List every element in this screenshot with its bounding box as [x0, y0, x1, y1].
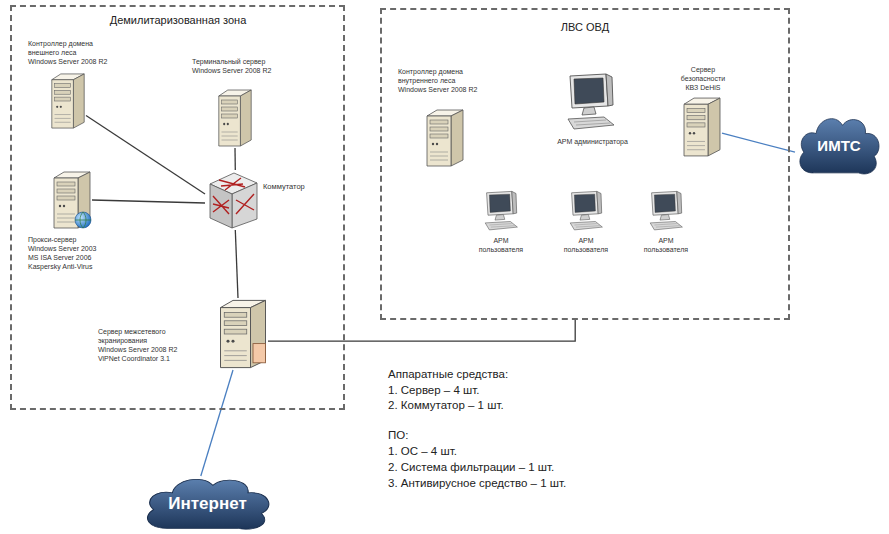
region-title: ЛВС ОВД	[515, 20, 655, 34]
server-icon	[682, 96, 722, 158]
switch-icon	[205, 170, 260, 230]
label-area: АРМ пользователя	[472, 237, 530, 255]
device-label: Прокси-сервер	[28, 236, 123, 245]
network-link	[268, 320, 575, 341]
device-label: Сервер межсетевого экранирования	[98, 328, 213, 346]
device-label: Kaspersky Anti-Virus	[28, 263, 123, 272]
ws-icon	[562, 72, 622, 132]
ws-icon	[566, 190, 608, 232]
label-area: АРМ пользователя	[637, 237, 695, 255]
proxy-icon	[52, 170, 92, 230]
server-node: Сервер безопасностиКВЗ DeHiS	[668, 66, 738, 160]
spec-note: 2. Коммутатор – 1 шт.	[388, 399, 504, 411]
server-node: Контроллер домена внешнего лесаWindows S…	[28, 40, 118, 132]
network-link	[86, 116, 205, 195]
device-label: Сервер безопасности	[668, 66, 738, 84]
label-area: Сервер безопасностиКВЗ DeHiS	[668, 66, 738, 93]
label-area: Демилитаризованная зона	[108, 13, 248, 27]
spec-note: ПО:	[388, 429, 408, 441]
label-area: Коммутатор	[263, 182, 315, 192]
device-label: АРМ пользователя	[472, 237, 530, 255]
label-area: АРМ администратора	[550, 138, 635, 147]
label-area: Сервер межсетевого экранированияWindows …	[98, 328, 213, 364]
network-link	[92, 200, 205, 203]
device-label: Контроллер домена внешнего леса	[28, 40, 118, 58]
network-cloud: ИМТС	[795, 115, 883, 177]
cloud-outline	[148, 479, 269, 529]
label-area: Терминальный серверWindows Server 2008 R…	[192, 58, 287, 76]
server-icon	[217, 88, 253, 148]
network-cloud: Интернет	[140, 476, 275, 532]
device-label: Windows Server 2008 R2	[28, 58, 118, 67]
device-label: Windows Server 2008 R2	[192, 67, 287, 76]
workstation-node: АРМ администратора	[550, 72, 635, 149]
spec-note: 1. ОС – 4 шт.	[388, 445, 457, 457]
server-node: Прокси-серверWindows Server 2003MS ISA S…	[28, 170, 123, 274]
cloud-outline	[800, 119, 879, 174]
server-node: Терминальный серверWindows Server 2008 R…	[192, 58, 287, 150]
firewall-node: Сервер межсетевого экранированияWindows …	[98, 298, 273, 372]
device-label: Windows Server 2008 R2	[398, 86, 493, 95]
spec-note: 3. Антивирусное средство – 1 шт.	[388, 477, 566, 489]
ws-icon	[646, 190, 688, 232]
network-link	[201, 370, 233, 476]
device-label: Контроллер домена внутреннего леса	[398, 68, 493, 86]
device-label: Windows Server 2003	[28, 245, 123, 254]
label-area: ЛВС ОВД	[515, 20, 655, 34]
server-icon	[425, 108, 465, 168]
device-label: Коммутатор	[263, 182, 315, 192]
device-label: MS ISA Server 2006	[28, 254, 123, 263]
spec-note: Аппаратные средства:	[388, 368, 508, 380]
cloud-label: ИМТС	[817, 136, 860, 155]
device-label: ViPNet Coordinator 3.1	[98, 355, 213, 364]
network-link	[722, 133, 795, 152]
device-label: Терминальный сервер	[192, 58, 287, 67]
device-label: АРМ пользователя	[557, 237, 615, 255]
switch-node: Коммутатор	[205, 170, 315, 232]
device-label: Windows Server 2008 R2	[98, 346, 213, 355]
label-area: Интернет	[140, 476, 275, 532]
workstation-node: АРМ пользователя	[472, 190, 530, 257]
device-label: АРМ администратора	[550, 138, 635, 147]
workstation-node: АРМ пользователя	[557, 190, 615, 257]
label-area: Прокси-серверWindows Server 2003MS ISA S…	[28, 236, 123, 272]
device-label: АРМ пользователя	[637, 237, 695, 255]
region-title: Демилитаризованная зона	[108, 13, 248, 27]
label-area: АРМ пользователя	[557, 237, 615, 255]
workstation-node: АРМ пользователя	[637, 190, 695, 257]
network-link	[234, 148, 236, 170]
fw-icon	[218, 298, 268, 370]
label-area: Контроллер домена внутреннего лесаWindow…	[398, 68, 493, 95]
network-link	[235, 230, 238, 298]
ws-icon	[481, 190, 523, 232]
spec-note: 2. Система фильтрации – 1 шт.	[388, 461, 554, 473]
cloud-label: Интернет	[168, 493, 246, 515]
label-area: ИМТС	[795, 115, 883, 177]
server-node: Контроллер домена внутреннего лесаWindow…	[398, 68, 493, 170]
zone-region: Демилитаризованная зонаКонтроллер домена…	[10, 5, 345, 410]
spec-note: 1. Сервер – 4 шт.	[388, 384, 479, 396]
label-area: Контроллер домена внешнего лесаWindows S…	[28, 40, 118, 67]
device-label: КВЗ DeHiS	[668, 84, 738, 93]
lan-region: ЛВС ОВД Контроллер домена внутреннего лес…	[380, 8, 790, 320]
server-icon	[50, 72, 86, 130]
